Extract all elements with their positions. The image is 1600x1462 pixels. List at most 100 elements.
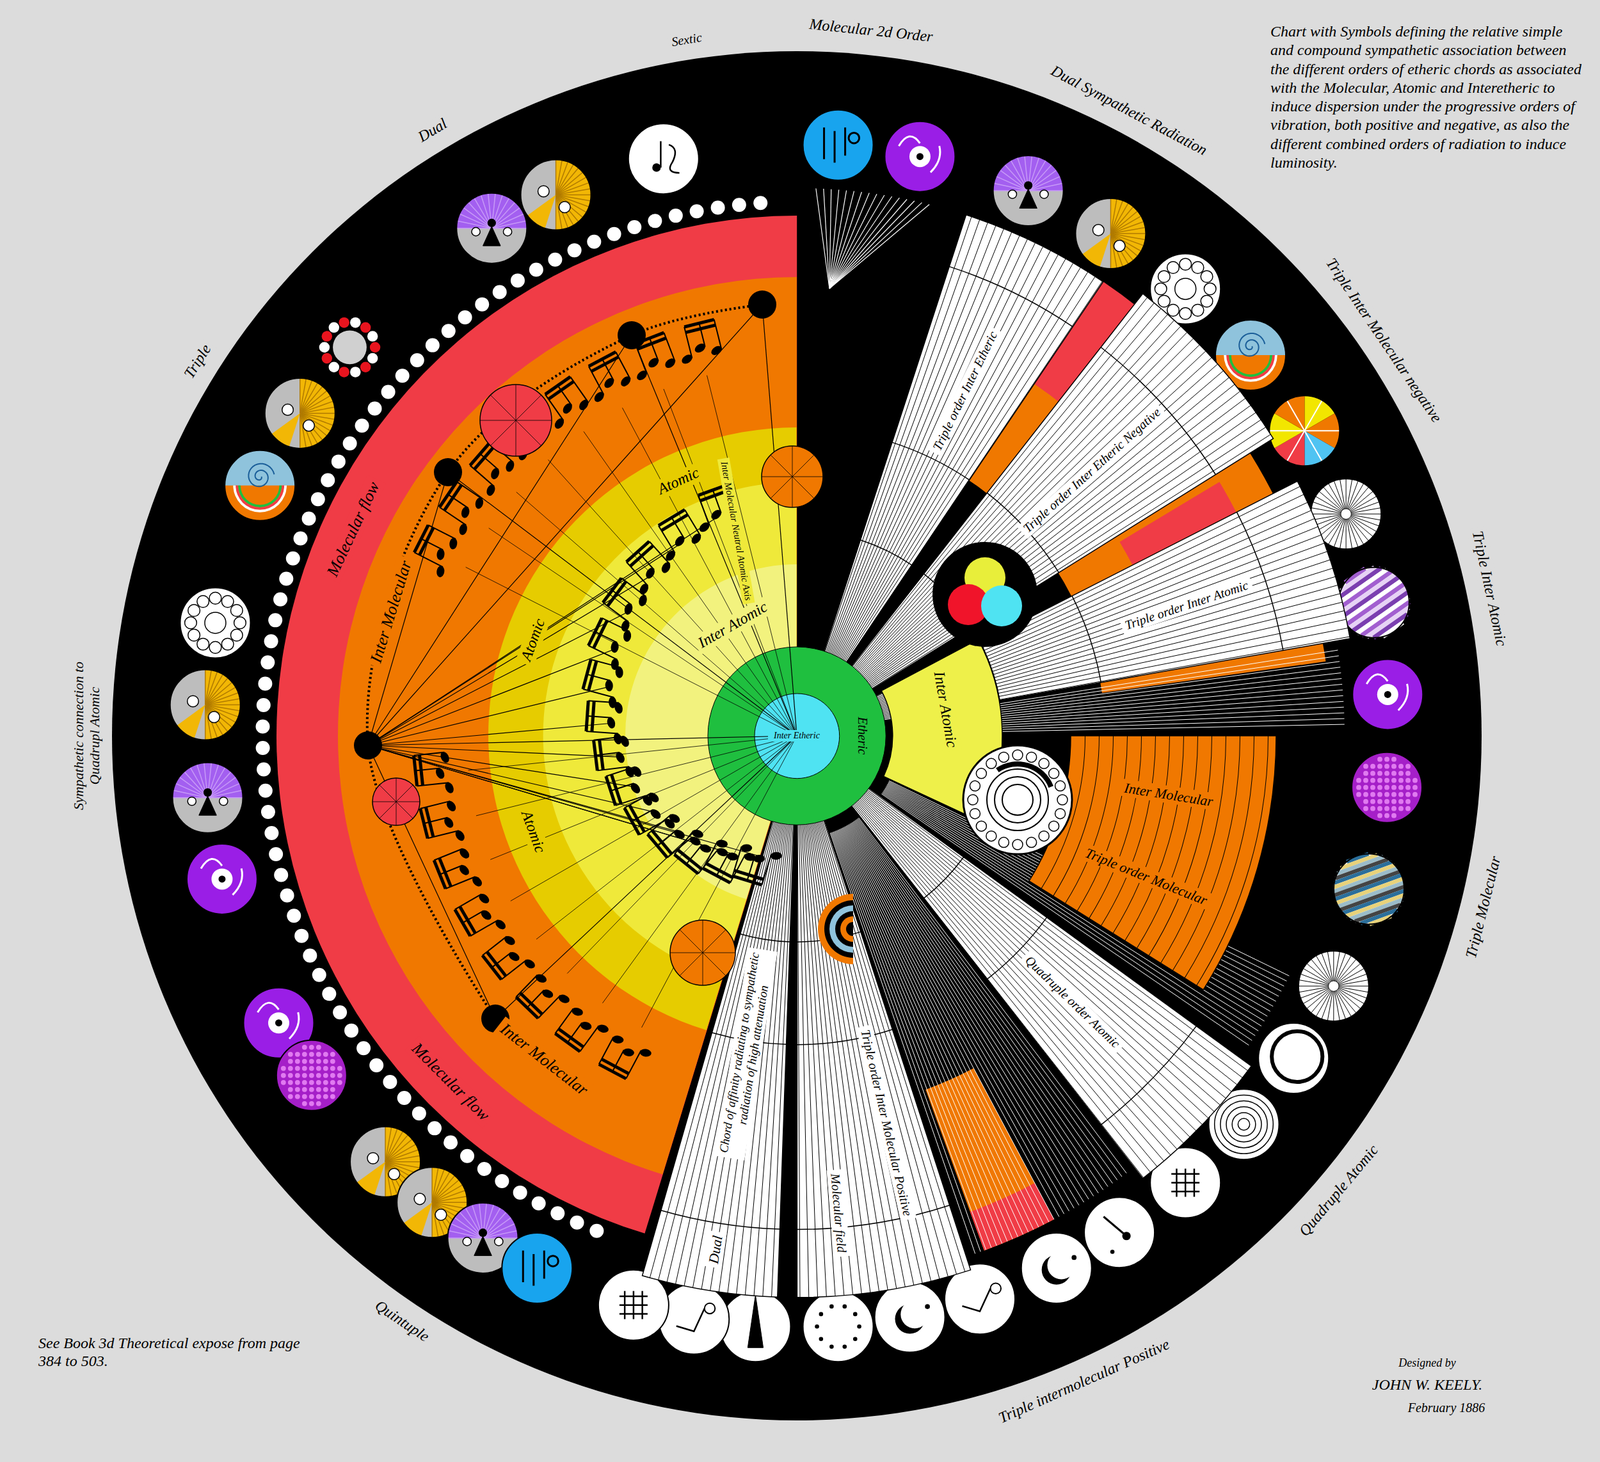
symbol-part	[204, 612, 226, 634]
ray	[556, 183, 590, 196]
ray	[556, 194, 579, 222]
symbol-part	[1071, 1255, 1077, 1261]
circle-ray	[490, 420, 516, 447]
symbol-part	[316, 1073, 322, 1079]
symbol-part	[1363, 792, 1369, 798]
circle-ray	[792, 476, 815, 499]
symbol-part	[1175, 278, 1197, 300]
white-dot	[268, 613, 283, 628]
white-dot	[312, 968, 327, 983]
symbol-part	[478, 1228, 488, 1238]
symbol-part	[170, 670, 241, 741]
symbol-part	[824, 900, 854, 959]
ray	[179, 776, 208, 798]
symbol-part	[1012, 750, 1023, 761]
symbol-part	[848, 132, 860, 144]
note-head	[672, 828, 687, 841]
symbol-part	[187, 695, 200, 708]
symbol-part	[197, 595, 210, 608]
symbol-part	[330, 1059, 336, 1065]
symbol-part	[1121, 1232, 1131, 1241]
symbol-part	[203, 788, 212, 797]
ray	[299, 413, 301, 449]
symbol-part	[309, 1045, 315, 1051]
note-stem	[606, 766, 636, 777]
leader-line	[368, 335, 632, 746]
symbol-disc	[1258, 1023, 1329, 1094]
symbol-part	[388, 1168, 400, 1181]
symbol-part	[360, 322, 372, 334]
chain-line	[367, 304, 763, 1019]
note-group	[593, 734, 637, 783]
note-head	[715, 839, 728, 848]
symbol-part	[1075, 198, 1146, 269]
ray	[204, 705, 207, 741]
leader-line	[368, 736, 797, 746]
note-head	[634, 368, 649, 383]
white-dot	[382, 1075, 397, 1090]
symbol-part	[456, 193, 527, 264]
note-stem	[595, 752, 620, 756]
ray	[483, 1224, 516, 1239]
symbol-part	[1226, 1107, 1262, 1143]
white-dot	[256, 762, 271, 777]
symbol-part	[1370, 771, 1376, 777]
ray	[555, 194, 557, 230]
rim-label: Dual	[412, 112, 454, 148]
hatch-line	[798, 756, 835, 1296]
note-group	[413, 750, 456, 799]
note-head	[709, 508, 724, 522]
symbol-part	[1203, 282, 1216, 296]
leader-line	[368, 472, 448, 746]
symbol-part	[1377, 799, 1383, 805]
rim-label: Sympathetic connection to Quadrupl Atomi…	[69, 630, 104, 842]
symbol-part	[1356, 778, 1362, 784]
symbol-part	[1167, 304, 1180, 317]
circle-ray	[792, 446, 793, 477]
symbol-part	[1370, 778, 1376, 784]
note-beam	[652, 830, 672, 855]
symbol-part	[314, 312, 385, 383]
circle-ray	[679, 929, 703, 953]
note-stem	[501, 960, 527, 980]
glyph	[659, 141, 662, 168]
ray	[1306, 989, 1330, 1009]
symbol-part	[302, 1066, 308, 1072]
symbol-part	[1338, 567, 1410, 639]
symbol-part	[993, 155, 1064, 226]
symbol-part	[280, 1066, 287, 1072]
symbol-part	[300, 378, 336, 449]
note-head	[474, 496, 485, 510]
symbol-part	[1391, 799, 1397, 805]
symbol-glyph	[474, 1236, 493, 1256]
ray	[1110, 232, 1146, 235]
note-stem	[624, 792, 652, 808]
symbol-part	[208, 711, 221, 724]
ray	[556, 194, 592, 196]
symbol-disc	[224, 450, 296, 521]
symbol-disc	[243, 988, 314, 1059]
symbol-part	[1075, 198, 1146, 269]
symbol-part	[205, 670, 241, 741]
ray	[556, 172, 584, 195]
symbol-part	[835, 911, 854, 948]
white-dot	[264, 634, 279, 649]
note-beam	[677, 849, 702, 870]
note-group	[553, 1002, 612, 1059]
note-head	[709, 344, 724, 358]
symbol-glyph	[962, 1288, 991, 1312]
white-dot	[510, 273, 525, 288]
symbol-part	[487, 218, 496, 228]
note-beam	[433, 860, 446, 889]
symbol-part	[367, 353, 379, 365]
black-node-dot	[481, 1004, 510, 1033]
symbol-disc	[1084, 1197, 1155, 1268]
ray	[1336, 990, 1357, 1014]
symbol-part	[1363, 785, 1369, 791]
hatch-arc	[949, 266, 1074, 328]
symbol-part	[295, 1066, 301, 1072]
circle-ray	[515, 420, 542, 447]
symbol-glyph	[289, 1012, 299, 1039]
ray	[1310, 513, 1341, 515]
symbol-part	[1398, 785, 1404, 791]
